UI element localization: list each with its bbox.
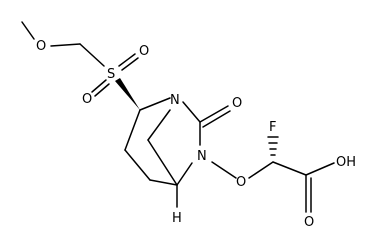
- bond-s-o-top-a: [118, 53, 136, 67]
- bond-o-ch2: [50, 43, 81, 47]
- bond-n6-c5: [176, 162, 193, 186]
- bond-n1-c7: [147, 109, 171, 141]
- atom-s-sulfonyl: S: [107, 67, 115, 82]
- bond-c7-c5: [147, 139, 178, 186]
- atom-o-methoxy: O: [36, 39, 46, 54]
- atom-n-amide: N: [197, 149, 207, 164]
- wedge-bond-c-s: [115, 78, 140, 110]
- bond-c4-c5: [149, 179, 178, 186]
- atom-labels: O S O O N O N O F OH O H: [36, 39, 356, 230]
- bond-c-oh: [305, 162, 335, 176]
- bonds-side-chain: [211, 161, 335, 213]
- bond-n6-o: [211, 161, 237, 179]
- atom-o-ether: O: [236, 175, 246, 190]
- bonds-sulfonyl-chain: [21, 21, 139, 97]
- atom-h-bridgehead: H: [172, 211, 182, 226]
- bonds-bicyclic-core: [124, 97, 231, 208]
- bond-n1-c8: [182, 101, 201, 123]
- bond-ch-cooh: [272, 161, 307, 176]
- bond-s-o-bottom-b: [94, 83, 110, 97]
- hashed-wedge-c-f: [267, 136, 279, 156]
- bond-o-chf: [248, 161, 274, 179]
- bond-c8-o-a: [199, 105, 229, 123]
- atom-f-fluoro: F: [269, 120, 276, 135]
- atom-o-sulfonyl-top: O: [139, 44, 149, 59]
- atom-o-acid-carbonyl: O: [304, 215, 314, 230]
- atom-o-carbonyl: O: [232, 96, 242, 111]
- bond-c2-c3: [124, 109, 141, 151]
- atom-o-sulfonyl-bottom: O: [82, 92, 92, 107]
- atom-n-bridge: N: [170, 93, 180, 108]
- bond-s-o-top-b: [121, 57, 139, 71]
- bond-c3-c4: [124, 149, 151, 181]
- bond-ch2-s: [79, 43, 105, 67]
- atom-oh-acid: OH: [336, 155, 356, 170]
- bond-s-o-bottom-a: [91, 79, 107, 93]
- bond-ch3-o: [21, 21, 35, 40]
- bond-c8-o-b: [202, 110, 231, 128]
- bond-c2-n1: [139, 97, 171, 111]
